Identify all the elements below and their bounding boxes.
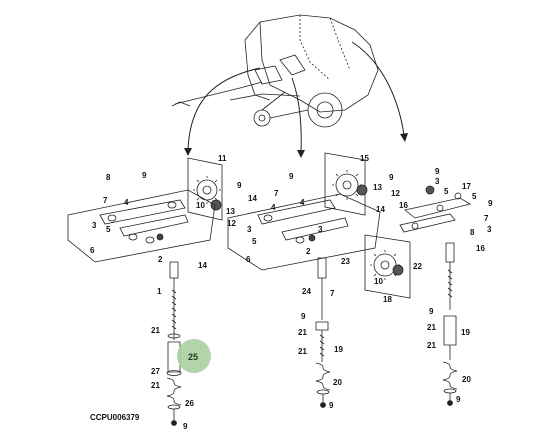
- callout-7: 7: [274, 189, 279, 198]
- callout-22: 22: [413, 262, 422, 271]
- callout-3: 3: [318, 225, 323, 234]
- callout-9: 9: [435, 167, 440, 176]
- callout-17: 17: [462, 182, 471, 191]
- callout-21: 21: [427, 341, 436, 350]
- callout-14: 14: [376, 205, 385, 214]
- callout-12: 12: [391, 189, 400, 198]
- callout-9: 9: [289, 172, 294, 181]
- callout-25-highlighted: 25: [188, 352, 198, 362]
- callout-4: 4: [300, 198, 305, 207]
- leader-arrows: [187, 41, 405, 153]
- figure-code: CCPU006379: [90, 413, 140, 422]
- callout-8: 8: [470, 228, 475, 237]
- callout-10: 10: [196, 201, 205, 210]
- callout-7: 7: [103, 196, 108, 205]
- callout-2: 2: [158, 255, 163, 264]
- callout-4: 4: [124, 198, 129, 207]
- callout-11: 11: [218, 154, 227, 163]
- left-assembly: [67, 157, 223, 426]
- callout-21: 21: [298, 328, 307, 337]
- callout-3: 3: [92, 221, 97, 230]
- callout-9: 9: [237, 181, 242, 190]
- arrow-head: [184, 148, 192, 156]
- callout-9: 9: [329, 401, 334, 410]
- callout-9: 9: [183, 422, 188, 431]
- callout-9: 9: [456, 395, 461, 404]
- callout-9: 9: [488, 199, 493, 208]
- callout-labels: 11 15 9 8 7 4 3 5 6 2 14 1 10 13 12 9 14…: [90, 154, 493, 431]
- callout-3: 3: [247, 225, 252, 234]
- callout-24: 24: [302, 287, 311, 296]
- callout-21: 21: [298, 347, 307, 356]
- callout-20: 20: [333, 378, 342, 387]
- callout-20: 20: [462, 375, 471, 384]
- callout-21: 21: [427, 323, 436, 332]
- callout-21: 21: [151, 381, 160, 390]
- callout-8: 8: [106, 173, 111, 182]
- callout-27: 27: [151, 367, 160, 376]
- callout-14: 14: [248, 194, 257, 203]
- callout-3: 3: [487, 225, 492, 234]
- callout-5: 5: [252, 237, 257, 246]
- callout-5: 5: [106, 225, 111, 234]
- middle-assembly: [227, 152, 411, 408]
- callout-6: 6: [246, 255, 251, 264]
- callout-7: 7: [484, 214, 489, 223]
- callout-3: 3: [435, 177, 440, 186]
- callout-7: 7: [330, 289, 335, 298]
- callout-5: 5: [444, 187, 449, 196]
- right-assembly: [399, 185, 472, 406]
- callout-18: 18: [383, 295, 392, 304]
- callout-9: 9: [301, 312, 306, 321]
- baler-illustration: [171, 14, 379, 128]
- callout-15: 15: [360, 154, 369, 163]
- callout-9: 9: [142, 171, 147, 180]
- callout-21: 21: [151, 326, 160, 335]
- callout-14: 14: [198, 261, 207, 270]
- callout-4: 4: [271, 203, 276, 212]
- callout-13: 13: [226, 207, 235, 216]
- callout-16: 16: [476, 244, 485, 253]
- callout-16: 16: [399, 201, 408, 210]
- callout-2: 2: [306, 247, 311, 256]
- callout-23: 23: [341, 257, 350, 266]
- callout-12: 12: [227, 219, 236, 228]
- callout-9: 9: [389, 173, 394, 182]
- callout-5: 5: [472, 192, 477, 201]
- arrow-head: [297, 150, 305, 158]
- callout-9: 9: [429, 307, 434, 316]
- callout-19: 19: [334, 345, 343, 354]
- callout-6: 6: [90, 246, 95, 255]
- callout-13: 13: [373, 183, 382, 192]
- callout-19: 19: [461, 328, 470, 337]
- highlight-circle: [177, 339, 211, 373]
- callout-1: 1: [157, 287, 162, 296]
- callout-10: 10: [374, 277, 383, 286]
- callout-26: 26: [185, 399, 194, 408]
- arrow-head: [400, 133, 408, 142]
